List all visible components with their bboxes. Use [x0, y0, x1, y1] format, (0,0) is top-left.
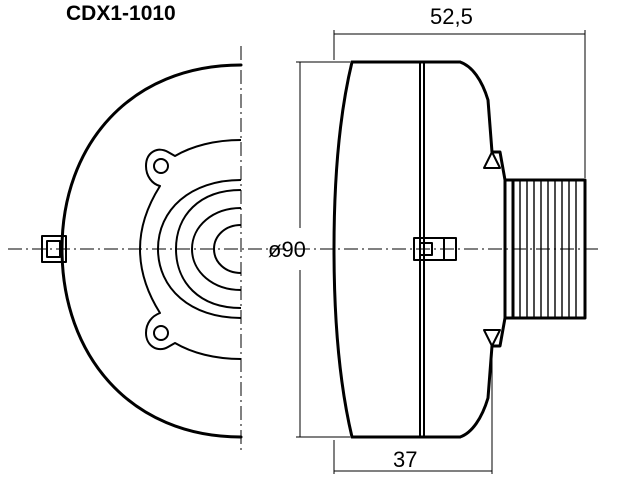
side-body-back	[458, 60, 494, 439]
dim-body-depth-label: 37	[393, 447, 417, 472]
lower-mounting-hole	[153, 325, 169, 341]
upper-mounting-hole	[153, 158, 169, 174]
dim-diameter-label: ø90	[268, 237, 306, 262]
side-terminal	[413, 237, 457, 261]
front-ring-3	[191, 207, 242, 291]
dimension-lines	[296, 30, 586, 474]
dim-depth-label: 52,5	[430, 4, 473, 29]
model-title: CDX1-1010	[66, 2, 176, 25]
side-rear-wedge-bottom	[483, 329, 501, 347]
side-rear-wedge-top	[483, 151, 501, 169]
